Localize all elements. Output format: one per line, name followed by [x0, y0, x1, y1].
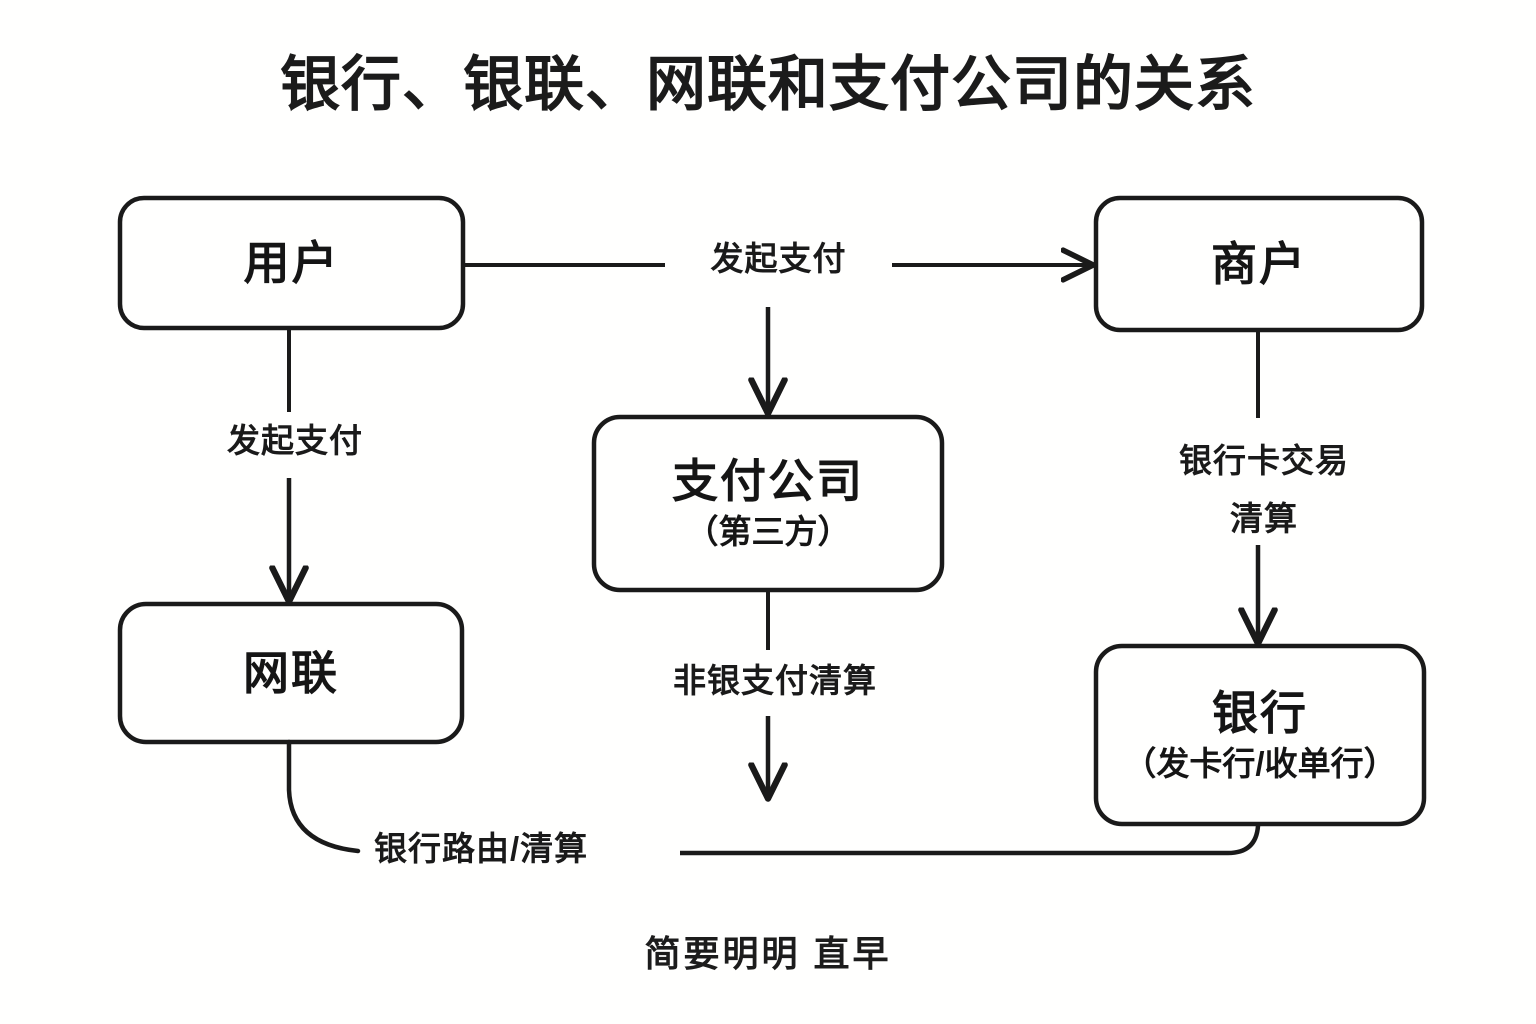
- node-user[interactable]: 用户: [120, 198, 463, 328]
- node-user-label: 用户: [243, 236, 340, 289]
- connector-bank-routing-bus: [665, 823, 1261, 856]
- footer-caption: 简要明明 直早: [644, 933, 892, 974]
- edge-label-merchant-to-bank-line1: 银行卡交易: [1138, 440, 1390, 482]
- edge-label-user-to-wanglian: 发起支付: [180, 420, 410, 462]
- node-payment-company-label: 支付公司: [672, 455, 864, 508]
- node-wanglian-label: 网联: [243, 646, 339, 699]
- edge-label-payco-clearing: 非银支付清算: [638, 660, 912, 702]
- page-title: 银行、银联、网联和支付公司的关系: [280, 51, 1256, 118]
- node-bank-sublabel: （发卡行/收单行）: [1123, 744, 1397, 782]
- node-wanglian[interactable]: 网联: [120, 604, 462, 742]
- node-payment-company[interactable]: 支付公司 （第三方）: [594, 417, 942, 590]
- edge-label-user-to-merchant: 发起支付: [665, 238, 892, 280]
- edge-label-bank-routing: 银行路由/清算: [368, 828, 680, 870]
- node-payment-company-sublabel: （第三方）: [685, 513, 851, 551]
- edge-label-merchant-to-bank-line2: 清算: [1138, 498, 1390, 540]
- connector-wanglian-routing-curve: [286, 739, 361, 854]
- node-merchant-label: 商户: [1211, 237, 1307, 290]
- node-bank-label: 银行: [1212, 686, 1308, 739]
- node-merchant[interactable]: 商户: [1096, 198, 1422, 330]
- node-bank[interactable]: 银行 （发卡行/收单行）: [1096, 646, 1424, 824]
